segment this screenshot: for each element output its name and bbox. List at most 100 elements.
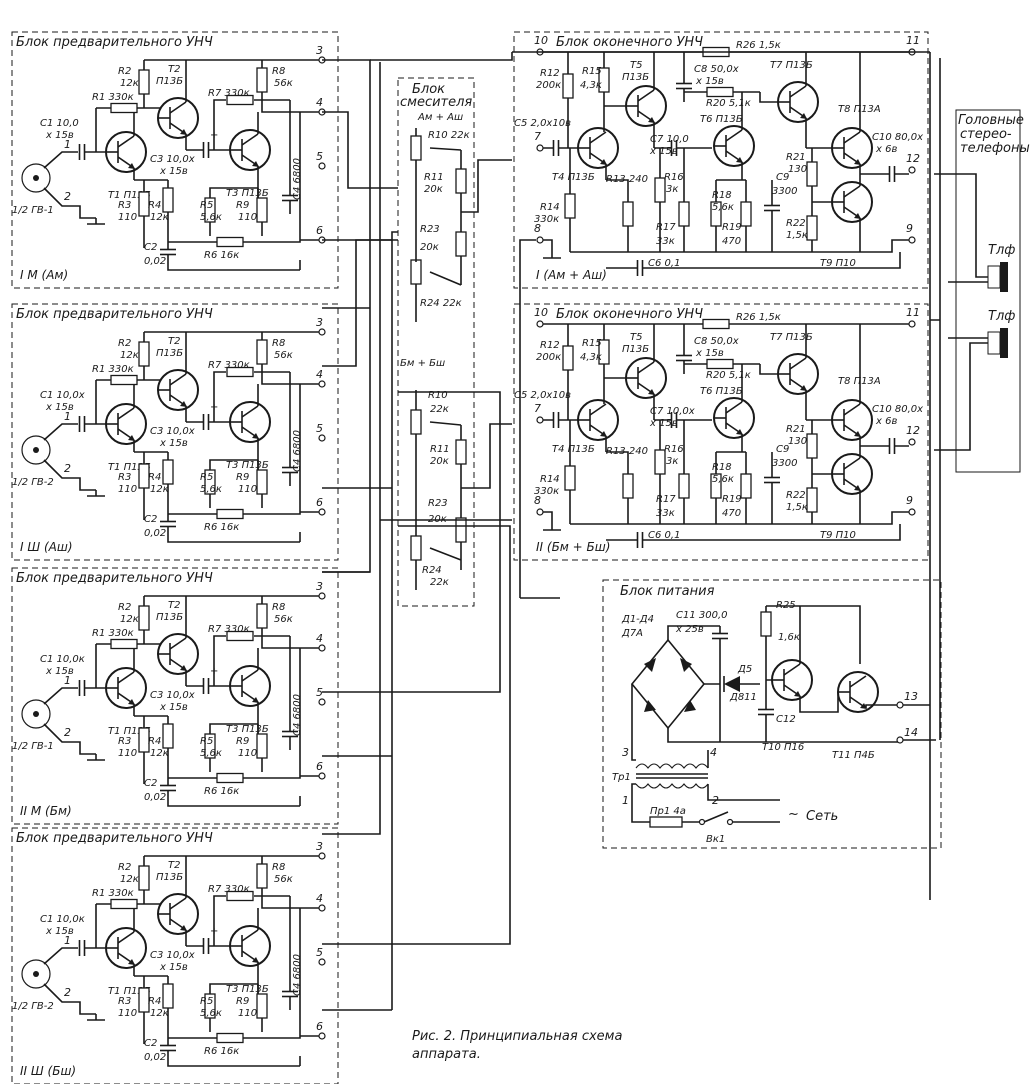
r2-resistor xyxy=(138,69,150,95)
preamp-title: Блок предварительного УНЧ xyxy=(16,35,213,50)
r21-value: 130 xyxy=(788,164,807,175)
pin-12-terminal xyxy=(908,166,916,174)
r19-value: 470 xyxy=(722,508,741,519)
r14-label: R14 xyxy=(540,474,560,485)
ground-symbol xyxy=(86,217,106,225)
mixer-r11b-label: R11 xyxy=(430,444,450,455)
t2-value: П13Б xyxy=(156,348,183,359)
c5-capacitor xyxy=(552,411,560,429)
c2-label: C2 xyxy=(144,514,157,525)
figure-caption-line-1: Рис. 2. Принципиальная схема xyxy=(412,1029,622,1044)
transistor-t3 xyxy=(229,665,271,707)
headphones-line-3: телефоны xyxy=(960,141,1030,156)
r5-label: R5 xyxy=(200,736,213,747)
r9-value: 110 xyxy=(238,484,257,495)
headphones-block: Головные стерео- телефоны Тлф Тлф xyxy=(934,109,1030,473)
r9-value: 110 xyxy=(238,748,257,759)
r2-value: 12к xyxy=(120,350,139,361)
pin-8: 8 xyxy=(534,494,541,507)
r8-value: 56к xyxy=(274,874,293,885)
power-fuse-body xyxy=(649,816,683,828)
power-mains: Сеть xyxy=(806,809,838,824)
r5-label: R5 xyxy=(200,200,213,211)
pin-9: 9 xyxy=(906,222,913,235)
transistor-t7 xyxy=(777,353,819,395)
c2-value: 0,02 xyxy=(144,256,166,267)
r21-label: R21 xyxy=(786,152,806,163)
preamp-title: Блок предварительного УНЧ xyxy=(16,831,213,846)
c1-label: C1 10,0к xyxy=(40,654,85,665)
r7-label: R7 330к xyxy=(208,88,250,99)
r2-value: 12к xyxy=(120,614,139,625)
transistor-t3 xyxy=(229,129,271,171)
pin-4-terminal xyxy=(318,904,326,912)
r17-resistor xyxy=(678,473,690,499)
pin-11-terminal xyxy=(908,320,916,328)
pin-8-terminal xyxy=(536,508,544,516)
t9-label: T9 П10 xyxy=(820,530,856,541)
r9-resistor xyxy=(256,469,268,495)
c10-label: C10 80,0x xyxy=(872,132,923,143)
r2-label: R2 xyxy=(118,66,131,77)
power-pin-13: 13 xyxy=(904,690,918,703)
r8-resistor xyxy=(256,603,268,629)
pin-10: 10 xyxy=(534,306,548,319)
pin-5: 5 xyxy=(316,946,323,959)
mixer-r23-body xyxy=(455,231,467,257)
c1-capacitor xyxy=(78,143,86,161)
ground-symbol xyxy=(86,753,106,761)
pin-2: 2 xyxy=(64,726,71,739)
c4-label: C4 6800 xyxy=(292,158,303,200)
pin-5: 5 xyxy=(316,150,323,163)
c2-value: 0,02 xyxy=(144,528,166,539)
r14-resistor xyxy=(564,465,576,491)
r4-value: 12к xyxy=(150,212,169,223)
c4-label: C4 6800 xyxy=(292,954,303,996)
c1-label: C1 10,0 xyxy=(40,118,79,129)
headphones-line-2: стерео- xyxy=(960,127,1012,142)
r16-value: 3к xyxy=(666,184,678,195)
power-t10-transistor xyxy=(771,659,813,701)
pin-4: 4 xyxy=(316,368,323,381)
c1-value: x 15в xyxy=(45,130,74,141)
preamp-title: Блок предварительного УНЧ xyxy=(16,571,213,586)
power-title: Блок питания xyxy=(620,584,715,599)
pin-6: 6 xyxy=(316,760,323,773)
c2-label: C2 xyxy=(144,242,157,253)
r3-label: R3 xyxy=(118,736,131,747)
r18-value: 5,6к xyxy=(712,474,734,485)
r5-value: 5,6к xyxy=(200,484,222,495)
r14-value: 330к xyxy=(534,486,559,497)
mixer-r10 xyxy=(410,135,422,161)
r6-label: R6 16к xyxy=(204,1046,239,1057)
c10-capacitor xyxy=(888,437,896,455)
mixer-sec2: Бм + Бш xyxy=(400,358,445,369)
transistor-t8 xyxy=(831,399,873,441)
r17-value: 33к xyxy=(656,508,675,519)
transistor-t1 xyxy=(105,927,147,969)
pin-1: 1 xyxy=(64,410,71,423)
pin-9-terminal xyxy=(908,236,916,244)
c5-label: C5 2,0x10в xyxy=(514,390,571,401)
c3-label: C3 10,0x xyxy=(150,950,195,961)
pin-6: 6 xyxy=(316,224,323,237)
input-jack-label: 1/2 ГВ-1 xyxy=(12,205,54,216)
mixer-r24b-value: 22к xyxy=(430,577,449,588)
zener-d5 xyxy=(723,676,760,692)
r8-label: R8 xyxy=(272,602,285,613)
pin-5: 5 xyxy=(316,686,323,699)
r13-resistor xyxy=(622,201,634,227)
transistor-t8 xyxy=(831,127,873,169)
r6-resistor xyxy=(216,236,244,248)
r12-label: R12 xyxy=(540,340,560,351)
c1-capacitor xyxy=(78,939,86,957)
transistor-t1 xyxy=(105,667,147,709)
r4-value: 12к xyxy=(150,484,169,495)
r2-resistor xyxy=(138,341,150,367)
transistor-t4 xyxy=(577,399,619,441)
headphones-line-1: Головные xyxy=(958,113,1024,128)
c7-label: C7 10,0x xyxy=(650,406,695,417)
final-caption: II (Бм + Бш) xyxy=(536,540,610,554)
